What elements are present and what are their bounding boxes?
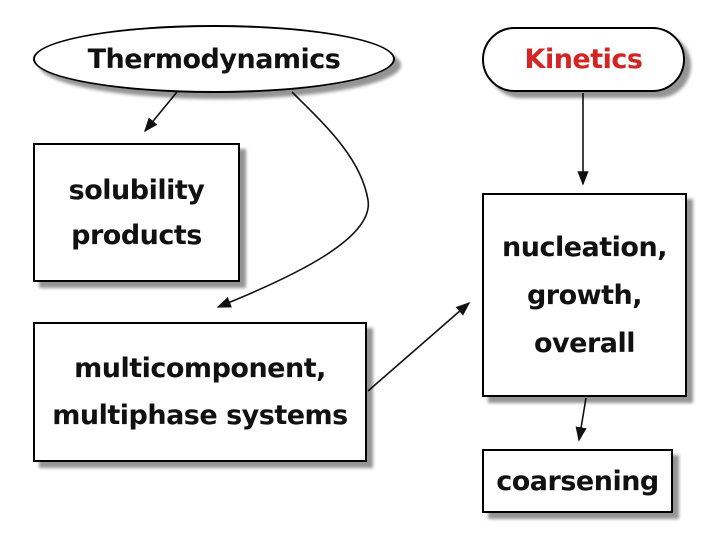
node-solubility-line-2: products (71, 219, 202, 251)
node-solubility-line-1: solubility (68, 174, 205, 206)
node-thermodynamics: Thermodynamics (33, 25, 395, 93)
node-multicomponent-line-2: multiphase systems (52, 400, 348, 431)
node-multicomponent-multiphase: multicomponent, multiphase systems (33, 322, 367, 462)
node-nucleation-growth-overall: nucleation, growth, overall (482, 193, 687, 397)
node-kinetics-label: Kinetics (524, 44, 643, 75)
node-nucleation-line-2: growth, (526, 279, 643, 311)
edge-thermodynamics-to-solubility (143, 91, 178, 133)
edge-thermodynamics-to-multicomponent (216, 91, 369, 308)
node-nucleation-line-1: nucleation, (502, 231, 667, 263)
edge-nucleation-to-coarsening (575, 397, 587, 442)
node-thermodynamics-label: Thermodynamics (87, 43, 341, 75)
node-coarsening-label: coarsening (496, 465, 659, 497)
node-nucleation-line-3: overall (533, 327, 636, 359)
edge-multicomponent-to-nucleation (367, 301, 471, 392)
node-coarsening: coarsening (482, 449, 673, 513)
node-multicomponent-line-1: multicomponent, (74, 353, 326, 384)
node-kinetics: Kinetics (482, 27, 685, 92)
node-solubility-products: solubility products (33, 143, 240, 282)
